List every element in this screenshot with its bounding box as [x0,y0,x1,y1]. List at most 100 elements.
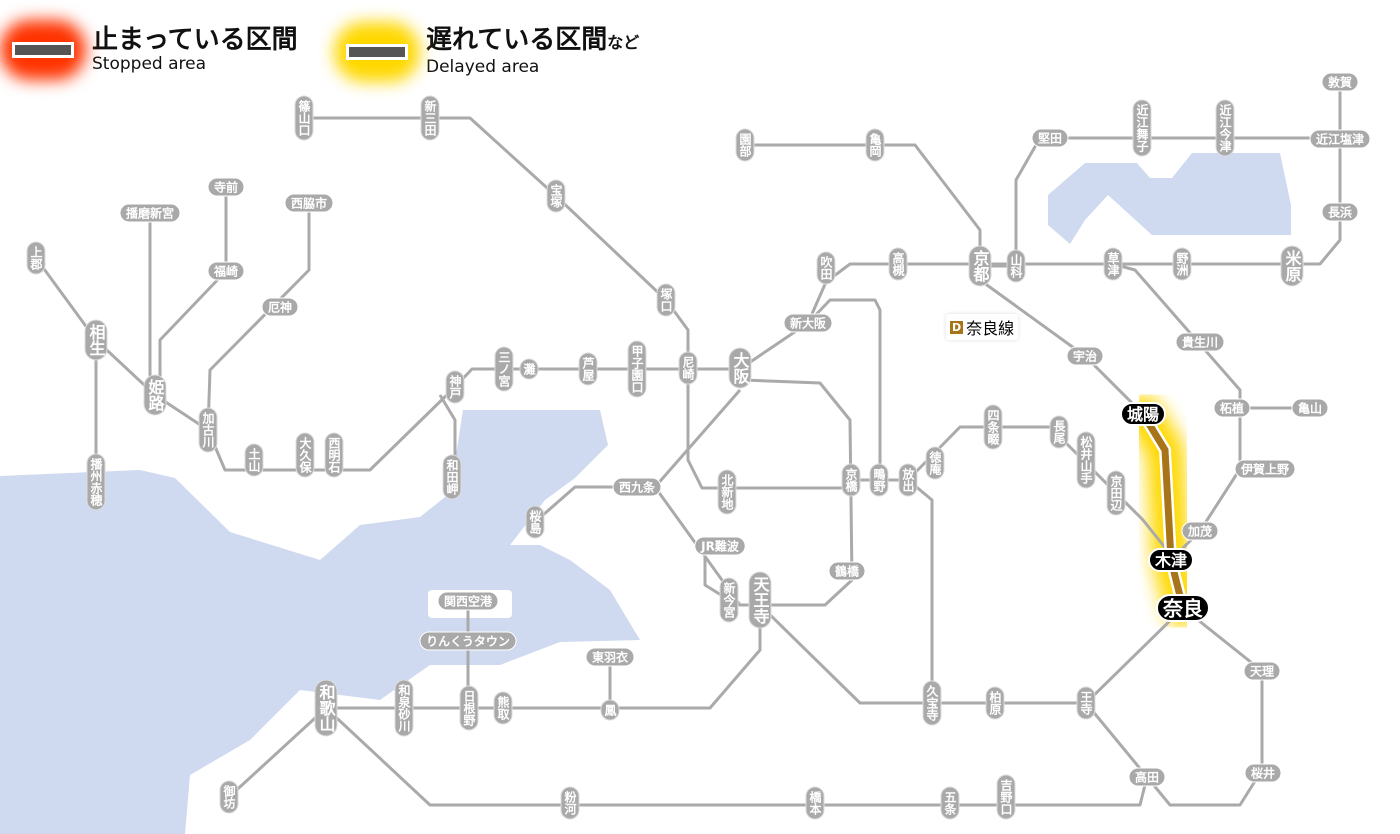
station-加古川[interactable]: 加古川 [198,407,218,453]
station-京都[interactable]: 京都 [968,245,992,287]
station-三ノ宮[interactable]: 三ノ宮 [494,346,514,392]
station-柏原[interactable]: 柏原 [985,686,1005,720]
station-桜島[interactable]: 桜島 [525,505,545,539]
station-新三田[interactable]: 新三田 [420,95,440,141]
station-鶴橋[interactable]: 鶴橋 [828,561,866,581]
station-近江今津[interactable]: 近江今津 [1215,99,1235,157]
station-鴫野[interactable]: 鴫野 [869,463,889,497]
station-放出[interactable]: 放出 [898,463,918,497]
station-芦屋[interactable]: 芦屋 [578,352,598,386]
station-桜井[interactable]: 桜井 [1244,763,1282,783]
station-敦賀[interactable]: 敦賀 [1321,72,1359,92]
station-長尾[interactable]: 長尾 [1049,415,1069,449]
station-天理[interactable]: 天理 [1243,661,1281,681]
station-米原[interactable]: 米原 [1280,245,1304,287]
station-label: 西明石 [327,437,341,474]
station-label: 尼崎 [681,356,695,381]
station-堅田[interactable]: 堅田 [1031,128,1069,148]
station-橋本[interactable]: 橋本 [805,786,825,820]
station-新大阪[interactable]: 新大阪 [783,313,833,333]
station-吹田[interactable]: 吹田 [816,251,836,285]
station-日根野[interactable]: 日根野 [459,685,479,731]
station-姫路[interactable]: 姫路 [143,374,167,416]
station-label: 東羽衣 [592,650,628,665]
station-福崎[interactable]: 福崎 [207,261,245,281]
station-神戸[interactable]: 神戸 [445,370,465,404]
station-label: 粉河 [563,790,577,816]
station-加茂[interactable]: 加茂 [1181,521,1219,541]
station-label: 高槻 [891,251,905,277]
station-相生[interactable]: 相生 [84,319,108,361]
station-城陽[interactable]: 城陽 [1120,402,1166,426]
station-播州赤穂[interactable]: 播州赤穂 [86,453,106,511]
station-草津[interactable]: 草津 [1103,247,1123,281]
station-高槻[interactable]: 高槻 [888,247,908,281]
station-宇治[interactable]: 宇治 [1066,346,1104,366]
station-野洲[interactable]: 野洲 [1172,247,1192,281]
station-近江塩津[interactable]: 近江塩津 [1309,129,1371,149]
station-和歌山[interactable]: 和歌山 [314,679,338,737]
station-御坊[interactable]: 御坊 [219,780,239,814]
station-園部[interactable]: 園部 [735,128,755,162]
station-JR難波[interactable]: JR難波 [694,536,746,556]
rail-line [850,425,1173,556]
station-奈良[interactable]: 奈良 [1156,594,1210,622]
station-高田[interactable]: 高田 [1128,767,1166,787]
station-熊取[interactable]: 熊取 [493,691,513,725]
station-りんくうタウン[interactable]: りんくうタウン [419,631,517,651]
station-土山[interactable]: 土山 [244,443,264,477]
station-貴生川[interactable]: 貴生川 [1175,332,1225,352]
station-灘[interactable]: 灘 [519,358,539,380]
station-塚口[interactable]: 塚口 [656,283,676,317]
station-長浜[interactable]: 長浜 [1321,202,1359,222]
station-厄神[interactable]: 厄神 [261,297,299,317]
station-大久保[interactable]: 大久保 [295,432,315,478]
station-徳庵[interactable]: 徳庵 [925,446,945,480]
station-近江舞子[interactable]: 近江舞子 [1132,99,1152,157]
station-王寺[interactable]: 王寺 [1076,686,1096,720]
station-新今宮[interactable]: 新今宮 [719,577,739,623]
nara-line-label[interactable]: D 奈良線 [946,314,1019,340]
station-西脇市[interactable]: 西脇市 [284,193,334,213]
station-亀岡[interactable]: 亀岡 [865,128,885,162]
station-pill [445,370,465,404]
station-松井山手[interactable]: 松井山手 [1076,431,1096,489]
station-pill [546,179,566,213]
station-北新地[interactable]: 北新地 [717,469,737,515]
station-和泉砂川[interactable]: 和泉砂川 [394,679,414,737]
station-上郡[interactable]: 上郡 [26,241,46,275]
station-pill [420,95,440,141]
station-亀山[interactable]: 亀山 [1291,398,1329,418]
station-京橋[interactable]: 京橋 [841,463,861,497]
station-木津[interactable]: 木津 [1148,548,1194,572]
station-播磨新宮[interactable]: 播磨新宮 [119,203,181,223]
station-京田辺[interactable]: 京田辺 [1106,470,1126,516]
station-吉野口[interactable]: 吉野口 [996,774,1016,820]
station-鳳[interactable]: 鳳 [600,699,620,721]
station-関西空港[interactable]: 関西空港 [437,591,499,611]
station-宝塚[interactable]: 宝塚 [546,179,566,213]
station-甲子園口[interactable]: 甲子園口 [627,340,647,398]
station-西明石[interactable]: 西明石 [324,432,344,478]
station-天王寺[interactable]: 天王寺 [748,571,772,629]
station-pill [1006,249,1026,283]
station-久宝寺[interactable]: 久宝寺 [922,680,942,726]
station-label: 大阪 [731,351,750,385]
station-和田岬[interactable]: 和田岬 [442,454,462,500]
station-篠山口[interactable]: 篠山口 [294,95,314,141]
station-pill [828,561,866,581]
station-寺前[interactable]: 寺前 [207,177,245,197]
station-東羽衣[interactable]: 東羽衣 [585,647,635,667]
station-pill [207,177,245,197]
station-西九条[interactable]: 西九条 [612,477,662,497]
station-伊賀上野[interactable]: 伊賀上野 [1234,459,1296,479]
station-pill [865,128,885,162]
station-大阪[interactable]: 大阪 [728,347,752,389]
station-四条畷[interactable]: 四条畷 [983,404,1003,450]
station-粉河[interactable]: 粉河 [560,786,580,820]
station-五条[interactable]: 五条 [940,786,960,820]
station-柘植[interactable]: 柘植 [1213,398,1251,418]
nara-line-delayed-section[interactable] [1137,410,1189,610]
station-山科[interactable]: 山科 [1006,249,1026,283]
station-尼崎[interactable]: 尼崎 [678,351,698,385]
